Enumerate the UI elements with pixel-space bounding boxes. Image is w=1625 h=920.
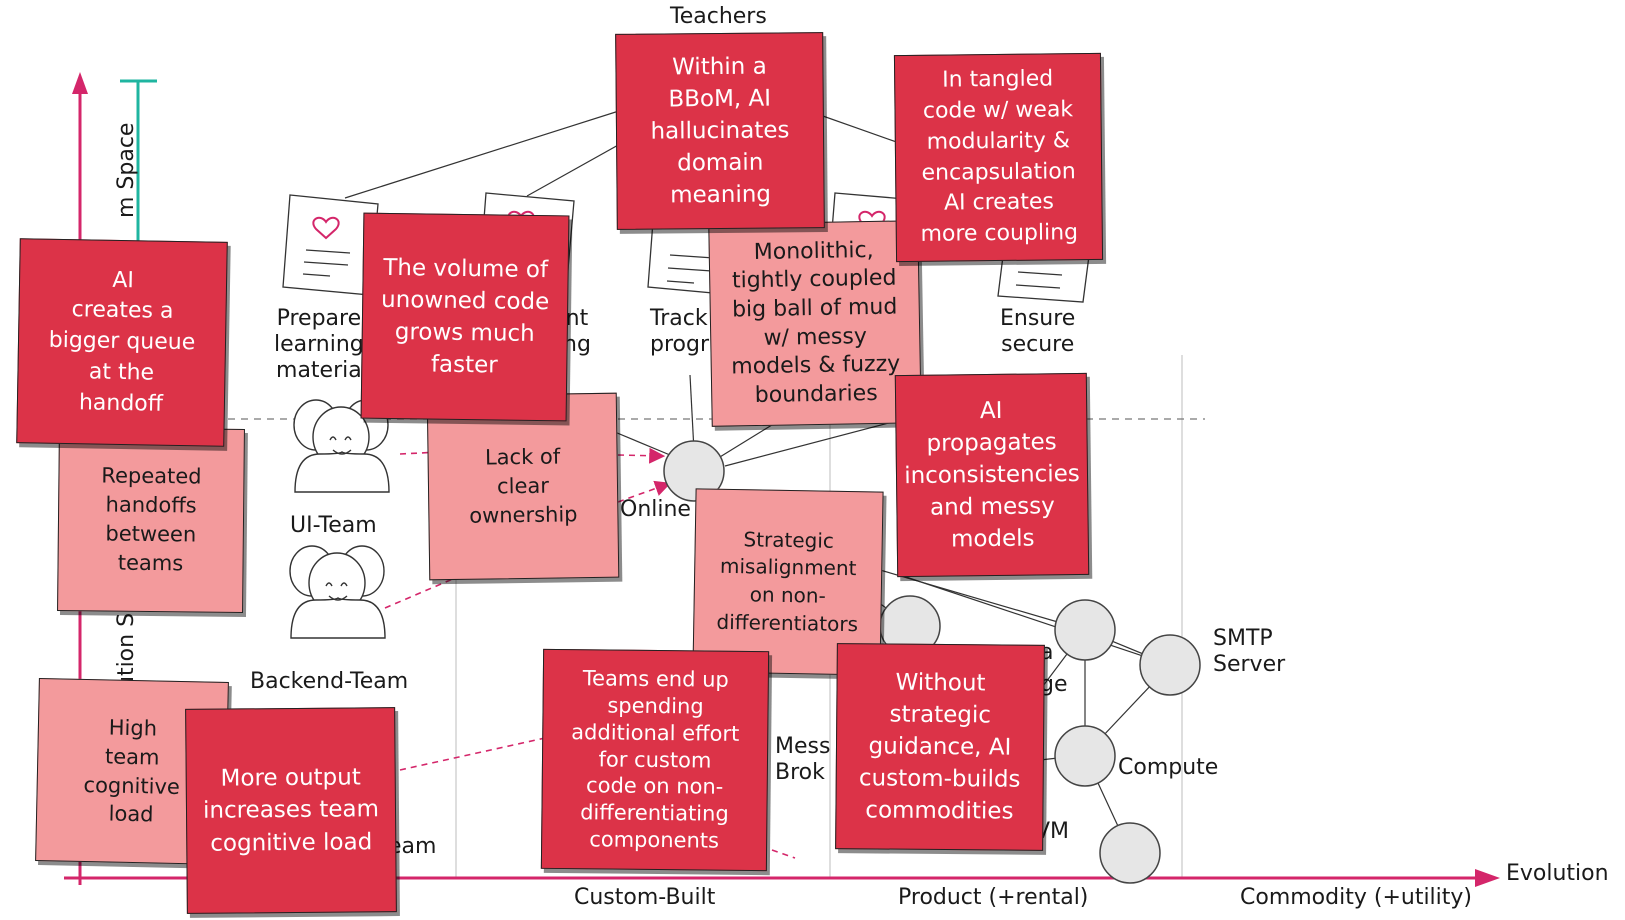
note-custom-effort: Teams end up spending additional effort … xyxy=(540,648,770,872)
compute-node xyxy=(1054,725,1116,787)
note-more-output: More output increases team cognitive loa… xyxy=(185,707,397,914)
y-axis-label-2: ution S xyxy=(114,612,139,690)
need-label-3: Track progr xyxy=(650,306,709,357)
team-icon xyxy=(289,545,386,639)
note-monolith: Monolithic, tightly coupled big ball of … xyxy=(708,220,922,427)
team-label-ui: UI-Team xyxy=(290,513,377,538)
database-node xyxy=(1054,599,1116,661)
note-ai-bigger-queue: AI creates a bigger queue at the handoff xyxy=(16,238,228,447)
stage-commodity: Commodity (+utility) xyxy=(1240,885,1473,910)
need-label-4: Ensure secure xyxy=(1000,306,1076,357)
note-ai-propagates: AI propagates inconsistencies and messy … xyxy=(894,372,1090,578)
team-label-backend: Backend-Team xyxy=(250,669,409,694)
y-axis-label: m Space xyxy=(114,122,139,218)
note-ai-more-coupling: In tangled code w/ weak modularity & enc… xyxy=(893,52,1104,263)
team-icon xyxy=(293,399,390,493)
component-label-compute: Compute xyxy=(1118,755,1219,780)
y-axis-arrow xyxy=(72,72,88,94)
x-axis-label: Evolution xyxy=(1506,861,1609,886)
note-repeated-handoffs: Repeated handoffs between teams xyxy=(57,427,245,613)
need-label-1: Prepare learning materia xyxy=(274,306,364,383)
online-node xyxy=(663,440,725,502)
note-unowned-code: The volume of unowned code grows much fa… xyxy=(360,212,570,422)
component-label-broker: Mess Brok xyxy=(775,734,831,785)
problem-space-marker xyxy=(120,79,157,250)
need-label-2: nt ng xyxy=(563,306,591,357)
note-ai-custom-builds: Without strategic guidance, AI custom-bu… xyxy=(835,643,1045,851)
user-label: Teachers xyxy=(670,4,767,29)
team-icons xyxy=(289,399,390,639)
component-label-online: Online xyxy=(620,497,691,522)
component-label-smtp: SMTP Server xyxy=(1213,626,1286,677)
smtp-node xyxy=(1139,634,1201,696)
stage-custom: Custom-Built xyxy=(574,885,716,910)
stage-product: Product (+rental) xyxy=(898,885,1089,910)
component-nodes xyxy=(663,440,1201,884)
x-axis-arrow xyxy=(1475,869,1500,887)
vm-node xyxy=(1099,822,1161,884)
note-bbom-hallucinates: Within a BBoM, AI hallucinates domain me… xyxy=(615,32,825,230)
